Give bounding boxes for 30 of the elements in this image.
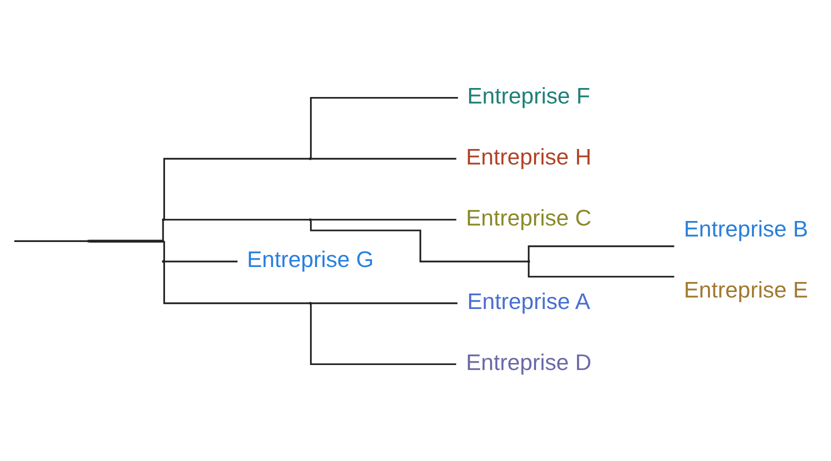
connector (164, 218, 310, 220)
node-point (162, 218, 165, 221)
node-text: Entreprise B (684, 216, 808, 242)
node-text: Entreprise A (467, 288, 590, 314)
node-point (308, 301, 312, 304)
node-text: Entreprise C (466, 204, 592, 230)
connector (528, 244, 674, 260)
node-point (527, 260, 530, 262)
connector (89, 220, 164, 241)
connector (311, 157, 456, 160)
connector (528, 262, 674, 278)
node-text: Entreprise H (466, 144, 592, 169)
connector (14, 240, 88, 242)
node-point (308, 218, 312, 221)
connector (163, 157, 310, 220)
node-text: Entreprise G (246, 246, 374, 272)
connector (310, 220, 528, 262)
node-point (162, 260, 165, 262)
node-text: Entreprise D (466, 349, 592, 374)
connector (164, 260, 238, 262)
connector (310, 96, 458, 158)
connector (89, 240, 166, 261)
node-text: Entreprise E (684, 277, 808, 302)
connector (163, 261, 310, 304)
node-text: Entreprise F (467, 82, 590, 108)
connector (311, 302, 458, 304)
connector (310, 303, 456, 365)
node-point (308, 156, 312, 160)
connector (311, 218, 456, 220)
node-point (87, 239, 90, 242)
